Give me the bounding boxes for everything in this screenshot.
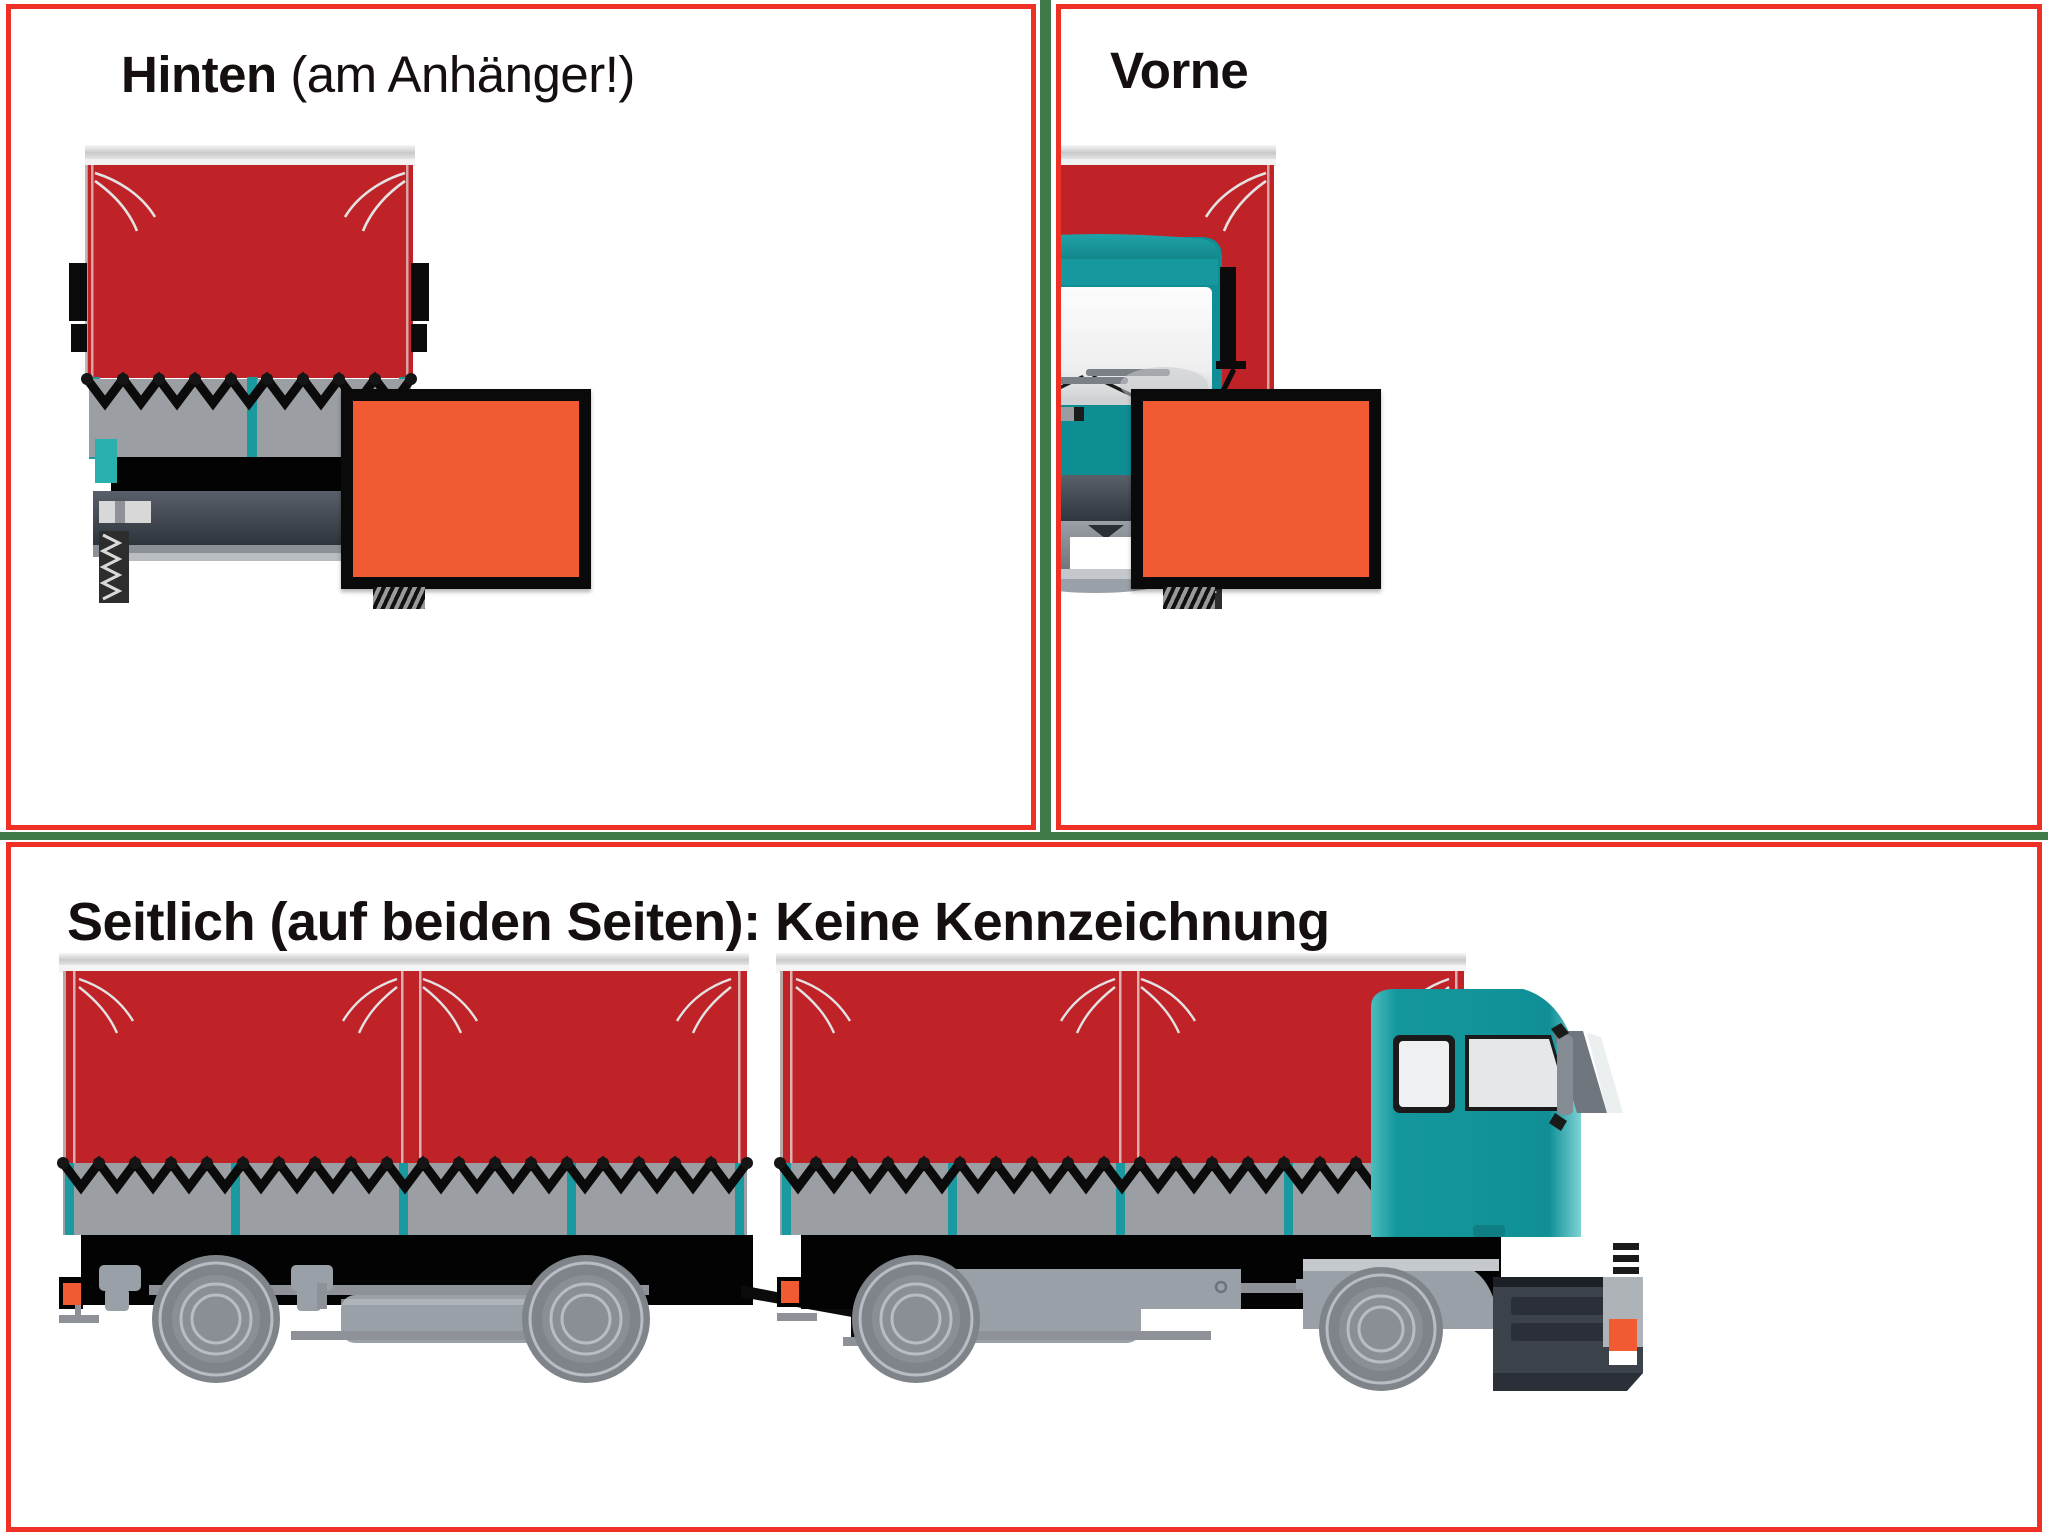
panel-hinten-title-regular: (am Anhänger!)	[276, 46, 635, 103]
panel-seitlich: Seitlich (auf beiden Seiten): Keine Kenn…	[6, 842, 2042, 1532]
panel-divider-horizontal	[0, 832, 2048, 840]
trailer-wheel-front	[152, 1255, 280, 1383]
truck-wheel-front	[1319, 1267, 1443, 1391]
orange-plate-vorne-face	[1143, 401, 1369, 577]
panel-hinten: Hinten (am Anhänger!)	[6, 4, 1036, 830]
panel-vorne: Vorne	[1056, 4, 2042, 830]
panel-seitlich-title: Seitlich (auf beiden Seiten): Keine Kenn…	[67, 892, 1330, 952]
truck-wheel-rear	[852, 1255, 980, 1383]
orange-plate-hinten-mount	[373, 587, 425, 609]
panel-hinten-title: Hinten (am Anhänger!)	[121, 45, 635, 104]
orange-plate-hinten	[341, 389, 591, 589]
panel-hinten-title-bold: Hinten	[121, 46, 277, 103]
orange-plate-vorne-mount	[1163, 587, 1215, 609]
panel-vorne-title: Vorne	[1110, 42, 1249, 99]
panel-divider-vertical	[1040, 0, 1051, 836]
trailer-wheel-rear	[522, 1255, 650, 1383]
orange-plate-vorne	[1131, 389, 1381, 589]
side-view-truck-and-trailer	[57, 953, 1643, 1391]
orange-plate-hinten-face	[353, 401, 579, 577]
